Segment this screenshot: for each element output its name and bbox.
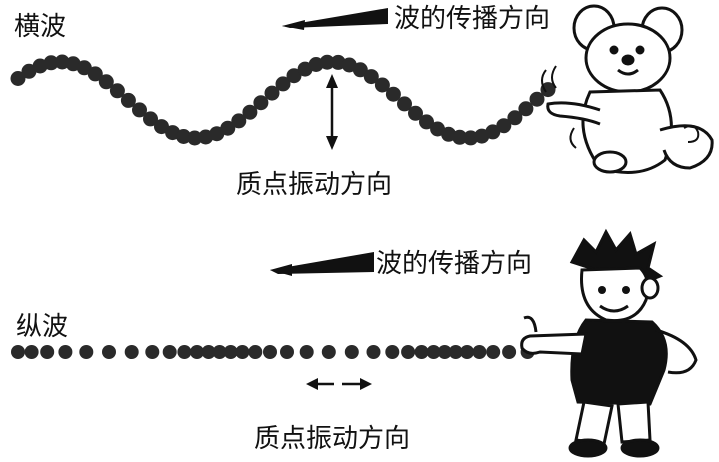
transverse-bead <box>385 86 401 102</box>
transverse-bead <box>485 124 501 140</box>
longitudinal-wave-title: 纵波 <box>16 312 69 342</box>
transverse-bead <box>220 120 236 136</box>
transverse-bead <box>242 104 258 120</box>
transverse-bead <box>286 68 302 84</box>
vibration-arrow-vertical <box>326 74 338 150</box>
transverse-bead <box>540 82 556 98</box>
transverse-bead <box>10 71 26 86</box>
longitudinal-bead <box>401 345 416 359</box>
transverse-bead <box>397 96 412 112</box>
transverse-bead <box>529 91 545 107</box>
transverse-wave <box>10 54 556 146</box>
transverse-wave-title: 横波 <box>14 12 67 42</box>
longitudinal-bead <box>448 345 463 359</box>
transverse-propagation-label: 波的传播方向 <box>394 4 551 34</box>
teddy-bear-figure <box>541 4 714 174</box>
longitudinal-bead <box>366 345 381 359</box>
longitudinal-bead <box>437 345 452 359</box>
longitudinal-bead <box>190 345 204 359</box>
longitudinal-bead <box>212 345 227 359</box>
transverse-bead <box>176 129 192 144</box>
longitudinal-bead <box>11 345 25 359</box>
longitudinal-bead <box>79 345 94 359</box>
longitudinal-vibration-label: 质点振动方向 <box>254 424 411 454</box>
transverse-bead <box>419 114 434 130</box>
longitudinal-bead <box>426 345 441 359</box>
longitudinal-bead <box>321 345 336 359</box>
longitudinal-bead <box>177 345 192 359</box>
longitudinal-bead <box>201 345 216 359</box>
transverse-bead <box>507 110 523 126</box>
longitudinal-bead <box>414 345 429 359</box>
longitudinal-bead <box>24 345 39 359</box>
transverse-bead <box>496 118 512 134</box>
longitudinal-bead <box>223 345 238 359</box>
longitudinal-bead <box>145 345 160 359</box>
transverse-bead <box>154 119 169 135</box>
longitudinal-bead <box>460 345 475 359</box>
transverse-bead <box>143 111 158 127</box>
transverse-bead <box>87 66 103 82</box>
transverse-bead <box>275 76 291 92</box>
transverse-bead <box>264 85 280 101</box>
longitudinal-bead <box>299 345 314 359</box>
longitudinal-bead <box>40 345 55 359</box>
transverse-bead <box>452 129 468 145</box>
transverse-bead <box>120 92 136 108</box>
transverse-bead <box>76 60 92 76</box>
transverse-bead <box>408 105 423 121</box>
longitudinal-bead <box>248 345 263 359</box>
longitudinal-bead <box>486 345 501 359</box>
longitudinal-propagation-label: 波的传播方向 <box>376 249 533 279</box>
transverse-bead <box>54 54 70 70</box>
longitudinal-bead <box>162 345 177 359</box>
longitudinal-bead <box>124 345 139 359</box>
transverse-bead <box>363 69 379 85</box>
vibration-arrow-horizontal <box>306 378 372 390</box>
longitudinal-bead <box>58 345 73 359</box>
transverse-bead <box>98 74 114 90</box>
transverse-bead <box>21 63 37 79</box>
cartoon-boy-figure <box>520 228 698 458</box>
propagation-arrow-bottom <box>270 252 374 276</box>
longitudinal-bead <box>502 345 517 359</box>
longitudinal-bead <box>102 345 116 359</box>
longitudinal-bead <box>385 345 400 359</box>
transverse-bead <box>43 55 59 71</box>
transverse-bead <box>374 77 390 93</box>
propagation-arrow-top <box>282 8 388 30</box>
longitudinal-bead <box>280 345 294 359</box>
longitudinal-bead <box>472 345 487 359</box>
transverse-bead <box>253 95 269 111</box>
longitudinal-bead <box>263 345 277 359</box>
transverse-bead <box>187 130 203 146</box>
transverse-vibration-label: 质点振动方向 <box>236 170 393 200</box>
longitudinal-wave <box>11 345 535 359</box>
transverse-bead <box>518 101 534 117</box>
transverse-bead <box>319 54 335 70</box>
transverse-bead <box>463 130 479 146</box>
transverse-bead <box>132 102 147 118</box>
transverse-bead <box>109 83 125 99</box>
longitudinal-bead <box>235 345 250 359</box>
transverse-bead <box>352 62 368 78</box>
transverse-bead <box>231 113 247 129</box>
longitudinal-bead <box>344 345 359 359</box>
